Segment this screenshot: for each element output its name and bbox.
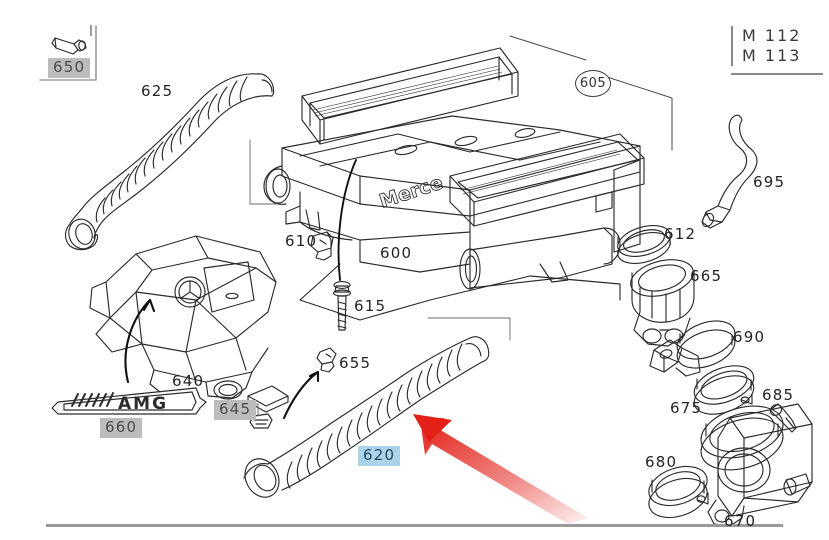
part-label-655[interactable]: 655 [339,354,372,372]
part-duct-625 [64,73,275,251]
part-clamp-680 [648,465,709,519]
engine-code-underline [731,73,823,75]
part-label-615[interactable]: 615 [354,297,387,315]
part-screw-615 [332,159,357,331]
part-label-685[interactable]: 685 [762,386,795,404]
part-throttle-body-670 [700,403,813,527]
part-label-620[interactable]: 620 [358,446,401,466]
part-label-675[interactable]: 675 [670,399,703,417]
airbox-brand-text: Merce [377,172,446,213]
part-label-650[interactable]: 650 [48,58,91,78]
part-bolt-650 [51,37,87,55]
part-label-645[interactable]: 645 [214,400,257,420]
part-label-670[interactable]: 670 [724,512,757,530]
part-label-665[interactable]: 665 [690,267,723,285]
part-label-695[interactable]: 695 [753,173,786,191]
part-filter-605 [301,35,673,151]
part-clip-655 [316,347,337,373]
part-airbox-600 [249,115,645,341]
part-clamp-690 [649,320,736,377]
amg-badge-text: AMG [118,394,168,414]
part-label-690[interactable]: 690 [733,328,766,346]
red-pointer-arrow [413,414,588,524]
part-label-612[interactable]: 612 [664,225,697,243]
part-label-605[interactable]: 605 [575,70,611,97]
part-retainer-645 [245,370,320,429]
part-clip-610 [310,231,334,261]
bottom-divider [46,524,783,527]
part-engine-cover-640 [89,235,277,400]
part-label-680[interactable]: 680 [645,453,678,471]
part-hose-695 [701,114,758,229]
part-duct-620-selected [243,336,490,498]
part-seal-612 [617,225,671,264]
part-label-625[interactable]: 625 [141,82,174,100]
part-label-660[interactable]: 660 [100,418,143,438]
part-label-640[interactable]: 640 [172,372,205,390]
engine-code-line-2: M 113 [742,46,802,65]
callout-frame-650 [39,25,97,81]
part-amg-badge-660 [51,387,207,415]
engine-code-line-1: M 112 [742,26,802,45]
part-label-610[interactable]: 610 [285,232,318,250]
part-label-600[interactable]: 600 [380,244,413,262]
top-tick-mark [90,25,92,36]
engine-code-block: M 112 M 113 [731,26,801,66]
